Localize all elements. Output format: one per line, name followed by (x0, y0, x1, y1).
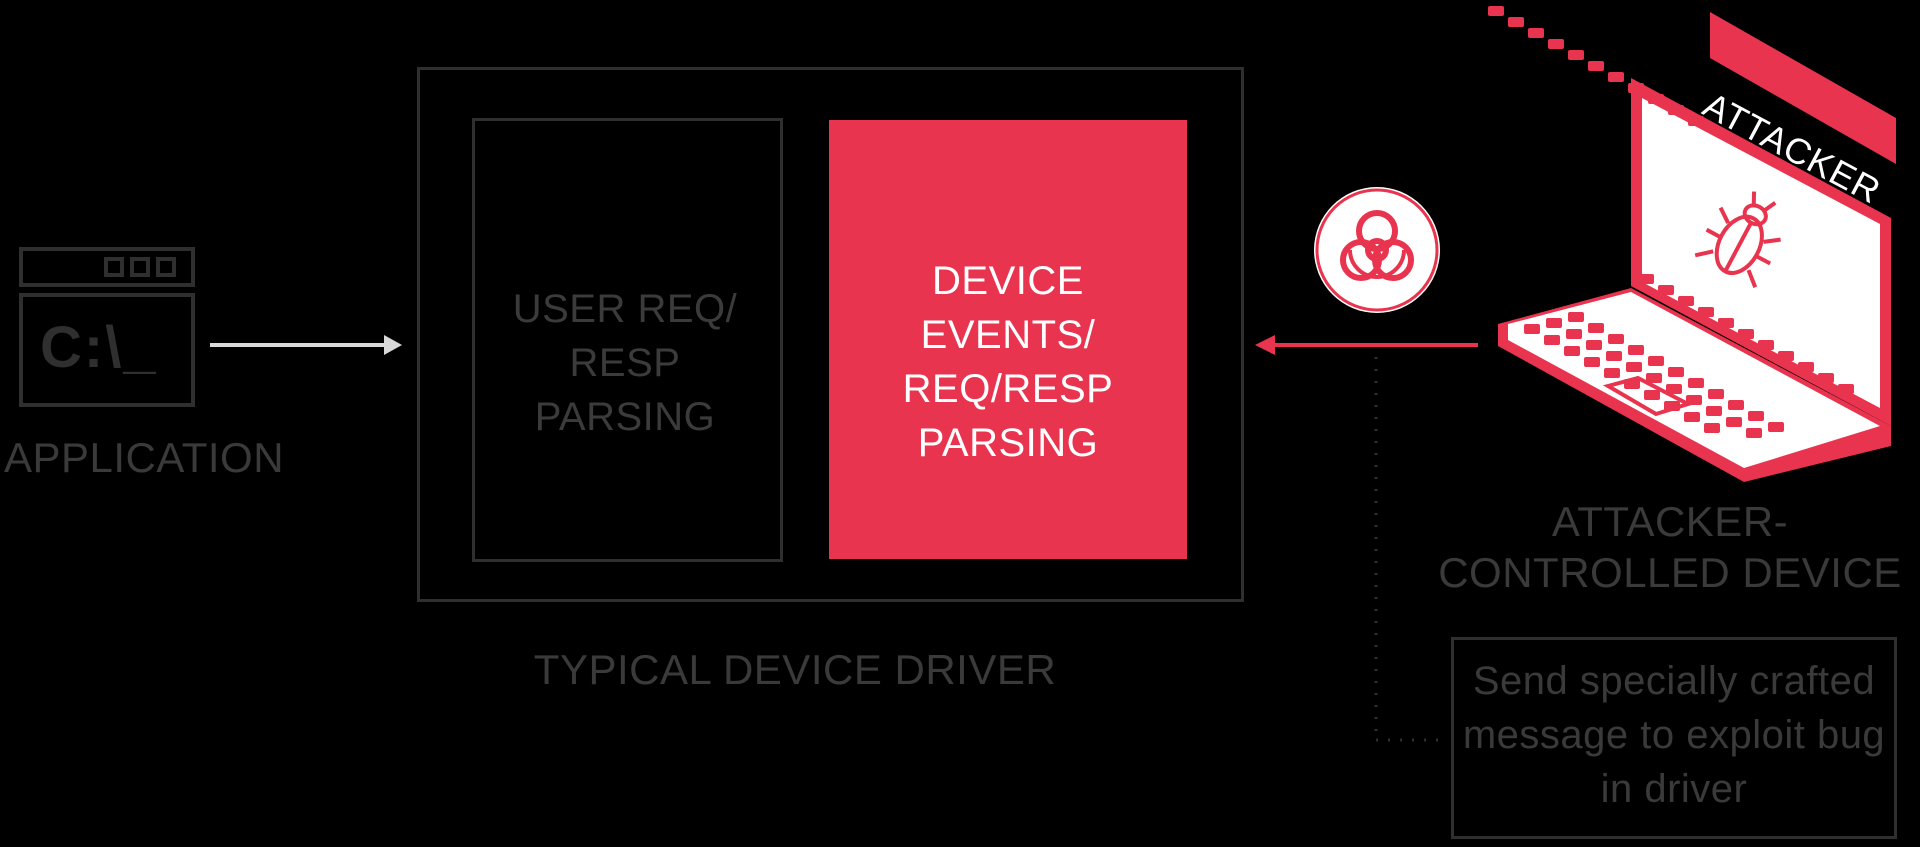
application-to-driver-arrow (206, 330, 402, 360)
attacker-device-label: ATTACKER-CONTROLLED DEVICE (1430, 496, 1910, 598)
device-parsing-label: DEVICE EVENTS/ REQ/RESP PARSING (845, 254, 1171, 470)
driver-title: TYPICAL DEVICE DRIVER (520, 644, 1070, 695)
attack-note-text: Send specially crafted message to exploi… (1460, 654, 1888, 816)
biohazard-icon (1310, 183, 1444, 317)
laptop-icon (1488, 6, 1896, 482)
terminal-prompt-text: C:\_ (40, 318, 180, 378)
user-parsing-label: USER REQ/ RESP PARSING (490, 282, 760, 444)
application-label: APPLICATION (0, 432, 288, 483)
